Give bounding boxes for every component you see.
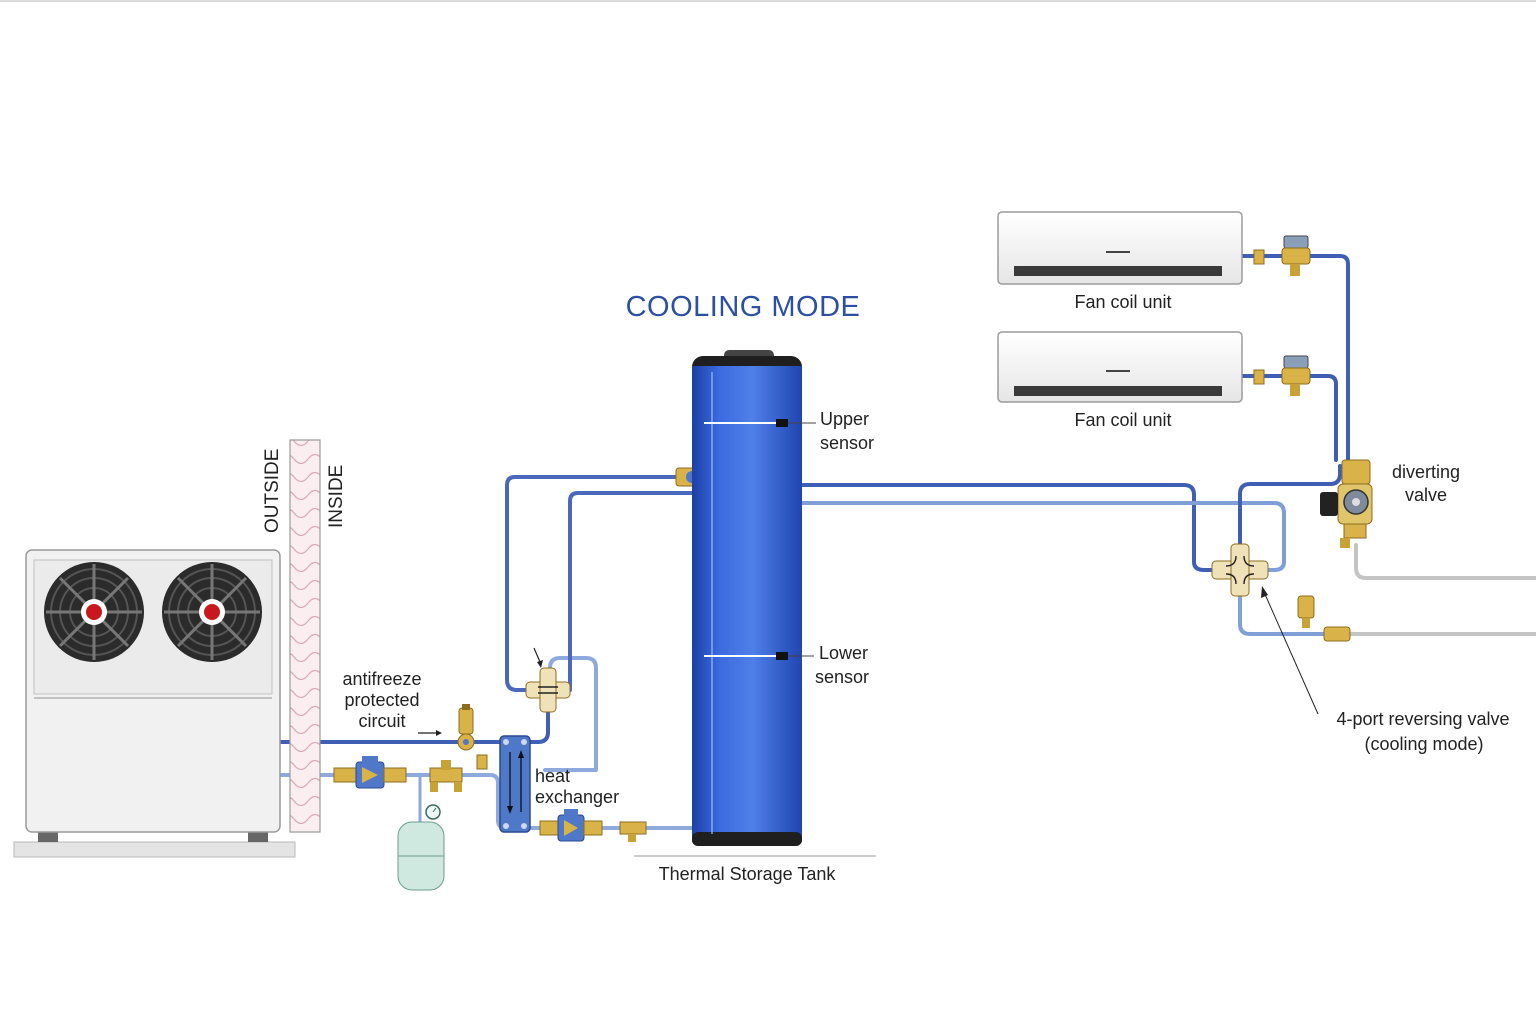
svg-text:circuit: circuit: [358, 711, 405, 731]
svg-text:antifreeze: antifreeze: [342, 669, 421, 689]
circulator-pump-icon: [333, 756, 407, 789]
diverting-valve-label: diverting valve: [1392, 462, 1460, 505]
diverting-valve-icon: [1320, 459, 1373, 548]
lower-sensor-label: Lower sensor: [815, 643, 869, 687]
svg-text:4-port reversing valve: 4-port reversing valve: [1336, 709, 1509, 729]
fitting-icon: [476, 754, 488, 770]
svg-text:protected: protected: [344, 690, 419, 710]
fcu1-pipe: [1240, 254, 1350, 462]
arrow-icon: [533, 647, 543, 668]
valve-icon: [429, 760, 463, 792]
outside-label: OUTSIDE: [262, 449, 283, 533]
svg-text:heat: heat: [535, 766, 570, 786]
fan-icon: [44, 562, 144, 662]
plate-heat-exchanger: [499, 735, 531, 833]
insulated-wall: [289, 439, 321, 833]
hx-riser-pipe: [543, 656, 598, 772]
fan-coil-unit: [997, 211, 1243, 285]
reversing-up-pipe: [1238, 464, 1342, 554]
expansion-tank-icon: [397, 804, 445, 891]
tank-label: Thermal Storage Tank: [659, 864, 837, 884]
heat-exchanger-label: heat exchanger: [535, 766, 619, 807]
svg-text:Upper: Upper: [820, 409, 869, 429]
supply-pipe-outdoor: [278, 688, 550, 744]
fan-coil-label-1: Fan coil unit: [1074, 292, 1171, 312]
fan-coil-label-2: Fan coil unit: [1074, 410, 1171, 430]
fan-icon: [162, 562, 262, 662]
upper-sensor-label: Upper sensor: [820, 409, 874, 453]
svg-text:sensor: sensor: [820, 433, 874, 453]
pipework: [278, 254, 1536, 830]
svg-text:valve: valve: [1405, 485, 1447, 505]
reversing-valve-icon: [1211, 543, 1269, 597]
valve-icon: [619, 821, 647, 842]
reversing-valve-label: 4-port reversing valve (cooling mode): [1336, 709, 1509, 754]
fan-coil-unit: [997, 331, 1243, 403]
heat-pump-outdoor-unit: [13, 549, 296, 858]
svg-text:exchanger: exchanger: [535, 787, 619, 807]
svg-text:(cooling mode): (cooling mode): [1364, 734, 1483, 754]
diagram-title: COOLING MODE: [626, 291, 861, 323]
arrow-icon: [418, 730, 442, 736]
air-vent-icon: [457, 704, 475, 751]
tank-to-reversing-supply: [800, 483, 1227, 572]
svg-text:Lower: Lower: [819, 643, 868, 663]
circulator-pump-icon: [539, 809, 603, 842]
antifreeze-label: antifreeze protected circuit: [342, 669, 421, 731]
thermal-storage-tank: [692, 350, 802, 846]
svg-text:sensor: sensor: [815, 667, 869, 687]
tank-upper-loop-pipe: [505, 475, 694, 692]
valve-icon: [1253, 235, 1311, 276]
valve-icon: [1253, 355, 1311, 396]
grey-pipe-upper: [1354, 543, 1536, 580]
mixing-valve-icon: [525, 667, 571, 713]
tank-upper-loop-pipe-2: [568, 491, 694, 692]
fcu2-pipe: [1240, 374, 1338, 462]
tank-to-reversing-return: [800, 501, 1286, 572]
svg-text:diverting: diverting: [1392, 462, 1460, 482]
reversing-down-pipe: [1238, 588, 1332, 636]
fitting-icon: [1297, 595, 1351, 642]
arrow-icon: [1261, 586, 1319, 715]
inside-label: INSIDE: [326, 465, 347, 528]
